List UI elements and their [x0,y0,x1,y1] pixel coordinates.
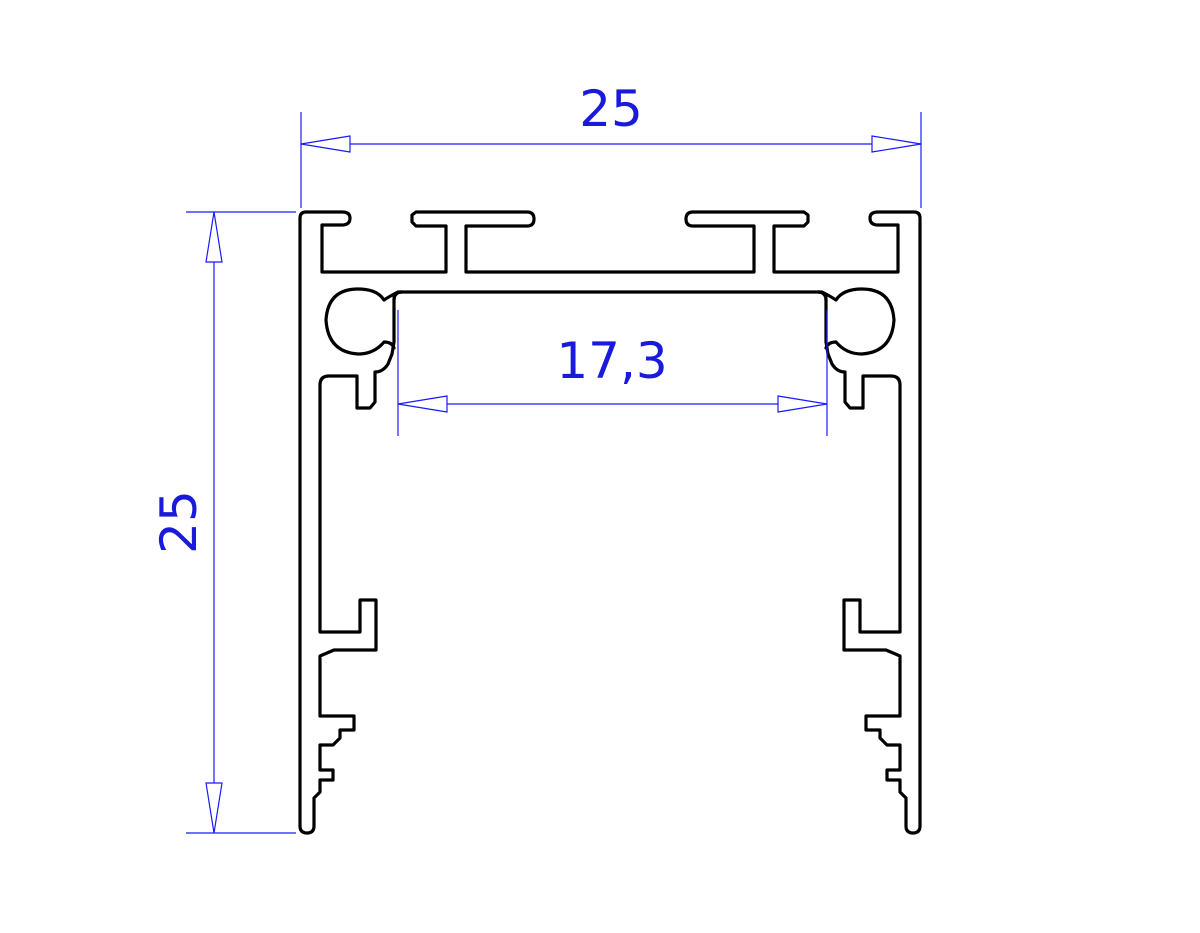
arrowhead-right [777,395,828,413]
arrowhead-left [300,135,351,153]
dimension-overall-width: 25 [300,80,922,208]
arrowhead-top [205,211,223,263]
dimension-inner-width: 17,3 [397,310,828,436]
right-screw-channel [816,287,896,356]
overall-width-label: 25 [579,80,643,138]
profile-cross-section [298,210,922,835]
dimension-overall-height: 25 [150,211,296,834]
arrowhead-bottom [205,782,223,834]
arrowhead-right [871,135,922,153]
left-screw-channel [324,287,404,356]
inner-width-label: 17,3 [556,332,667,390]
arrowhead-left [397,395,448,413]
overall-height-label: 25 [150,490,208,554]
profile-outer-contour [298,210,922,835]
